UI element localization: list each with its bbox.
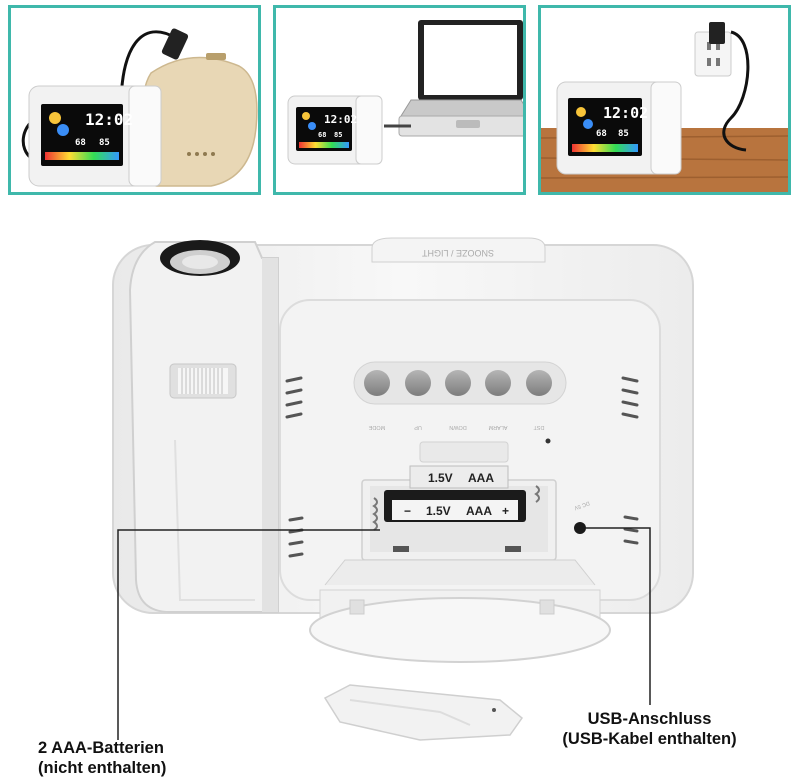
battery-callout-line1: 2 AAA-Batterien <box>38 739 164 757</box>
clock-time: 12:02 <box>324 113 357 126</box>
alarm-button[interactable] <box>485 370 511 396</box>
reset-hole-icon <box>545 438 551 444</box>
clock-time: 12:02 <box>85 110 133 129</box>
laptop-icon <box>398 20 523 137</box>
focus-wheel[interactable] <box>169 363 237 399</box>
battery-plus: + <box>502 504 509 518</box>
clock-device: 12:02 68 85 <box>28 85 162 187</box>
panel-power-bank: 12:02 68 85 <box>8 5 261 195</box>
usb-callout-line2: (USB-Kabel enthalten) <box>562 730 737 748</box>
battery-cover[interactable] <box>323 684 524 741</box>
battery-voltage: 1.5V <box>426 504 451 518</box>
clock-temp: 85 <box>334 131 342 139</box>
battery-minus: − <box>404 504 411 518</box>
clock-time: 12:02 <box>603 104 648 122</box>
button-mark-dst: DST <box>533 424 545 430</box>
dst-button[interactable] <box>526 370 552 396</box>
stand[interactable] <box>309 559 611 663</box>
clock-humidity: 68 <box>318 131 326 139</box>
button-mark-alarm: ALARM <box>488 424 507 430</box>
button-mark-up: UP <box>414 424 422 430</box>
power-bank-scene: 12:02 68 85 <box>21 28 258 187</box>
wall-outlet-icon <box>694 22 732 77</box>
clock-device: 12:02 68 85 <box>287 95 383 165</box>
usb-port-icon <box>574 522 586 534</box>
outlet-scene: 12:02 68 85 <box>541 22 788 192</box>
usb-callout-label: USB-Anschluss (USB-Kabel enthalten) <box>542 709 757 749</box>
panel-wall-outlet: 12:02 68 85 <box>538 5 791 195</box>
usb-callout-line <box>586 527 651 705</box>
clock-device: 12:02 68 85 <box>556 81 682 175</box>
battery-compartment: 1.5V AAA − 1.5V AAA + <box>361 441 557 561</box>
button-mark-down: DOWN <box>449 424 466 430</box>
button-mark-mode: MODE <box>368 424 385 430</box>
snooze-light-button[interactable] <box>371 237 546 263</box>
battery-callout-label: 2 AAA-Batterien (nicht enthalten) <box>38 738 166 778</box>
cloud-icon <box>57 124 69 136</box>
usb-callout-line1: USB-Anschluss <box>587 710 712 728</box>
panel-laptop: 12:02 68 85 <box>273 5 526 195</box>
battery-top-voltage: 1.5V <box>428 471 453 485</box>
clock-humidity: 68 <box>596 129 607 139</box>
battery-callout-line2: (nicht enthalten) <box>38 759 167 777</box>
sun-icon <box>49 112 61 124</box>
battery-aaa-icon: − 1.5V AAA + <box>384 490 526 522</box>
svg-text:DC 5V: DC 5V <box>573 499 591 510</box>
usb-cable-icon <box>722 30 750 152</box>
clock-temp: 85 <box>99 138 110 148</box>
clock-temp: 85 <box>618 129 629 139</box>
down-button[interactable] <box>445 370 471 396</box>
up-button[interactable] <box>405 370 431 396</box>
battery-callout-line <box>117 529 380 740</box>
snooze-light-label: SNOOZE / LIGHT <box>421 248 494 258</box>
laptop-scene: 12:02 68 85 <box>287 20 523 165</box>
mode-button[interactable] <box>364 370 390 396</box>
clock-humidity: 68 <box>75 138 86 148</box>
battery-type: AAA <box>466 504 492 518</box>
vent-right <box>621 376 639 545</box>
battery-spring-icon <box>372 497 378 531</box>
clock-back-view: SNOOZE / LIGHT MODE UP DOWN ALARM DST <box>112 237 694 741</box>
battery-top-type: AAA <box>468 471 494 485</box>
projector-arm <box>128 241 279 613</box>
